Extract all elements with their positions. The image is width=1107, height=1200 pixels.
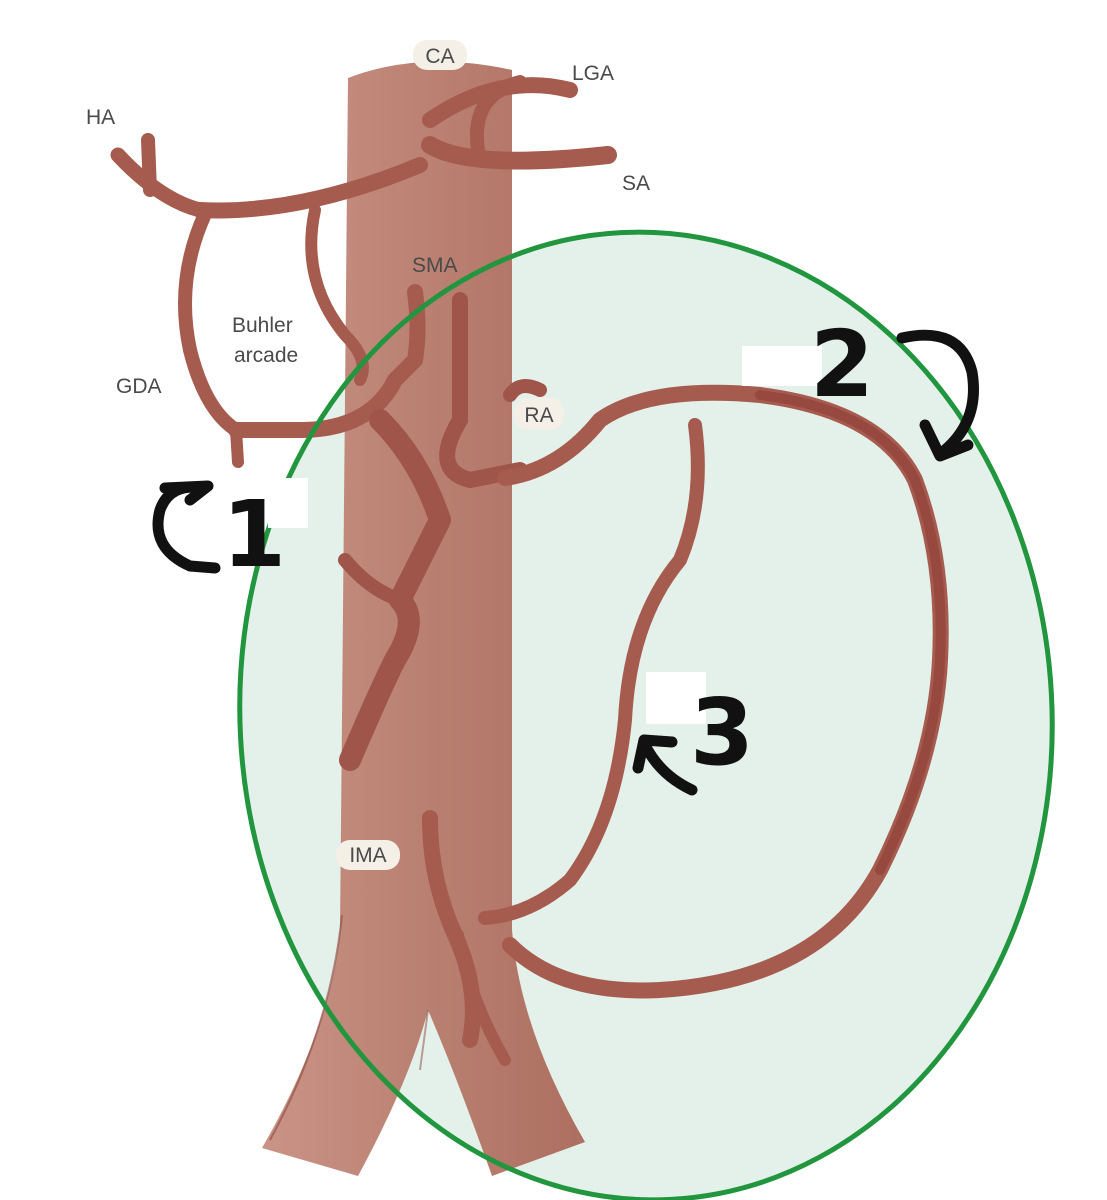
- label-lga: LGA: [572, 62, 614, 85]
- highlight-region-outline: [237, 229, 1055, 1200]
- marker-1-backdrop: [268, 478, 308, 528]
- label-ima: IMA: [336, 840, 400, 870]
- ima-branches: [422, 810, 511, 1066]
- label-sma: SMA: [412, 254, 458, 277]
- svg-text:RA: RA: [524, 404, 553, 427]
- arrow-icon: [639, 739, 698, 796]
- marker-2-annotation: 2: [810, 311, 979, 462]
- label-buhler-line2: arcade: [234, 344, 298, 367]
- svg-text:1: 1: [222, 481, 286, 588]
- svg-text:2: 2: [810, 311, 874, 418]
- marker-1-annotation: 1: [152, 480, 286, 588]
- marker-2-backdrop: [742, 346, 822, 386]
- svg-text:3: 3: [690, 679, 754, 786]
- sma-branches: [228, 284, 547, 771]
- label-buhler-line1: Buhler: [232, 314, 293, 337]
- label-ra: RA: [514, 398, 564, 430]
- curved-arrow-icon: [896, 329, 979, 456]
- marker-3-annotation: 3: [632, 679, 754, 796]
- riolan-arcade: [478, 384, 949, 999]
- label-ca: CA: [413, 40, 467, 70]
- svg-text:CA: CA: [425, 45, 454, 68]
- svg-text:IMA: IMA: [349, 844, 386, 867]
- aorta: [262, 61, 585, 1177]
- label-gda: GDA: [116, 375, 162, 398]
- label-ha: HA: [86, 106, 115, 129]
- label-sa: SA: [622, 172, 650, 195]
- marker-3-backdrop: [646, 672, 706, 724]
